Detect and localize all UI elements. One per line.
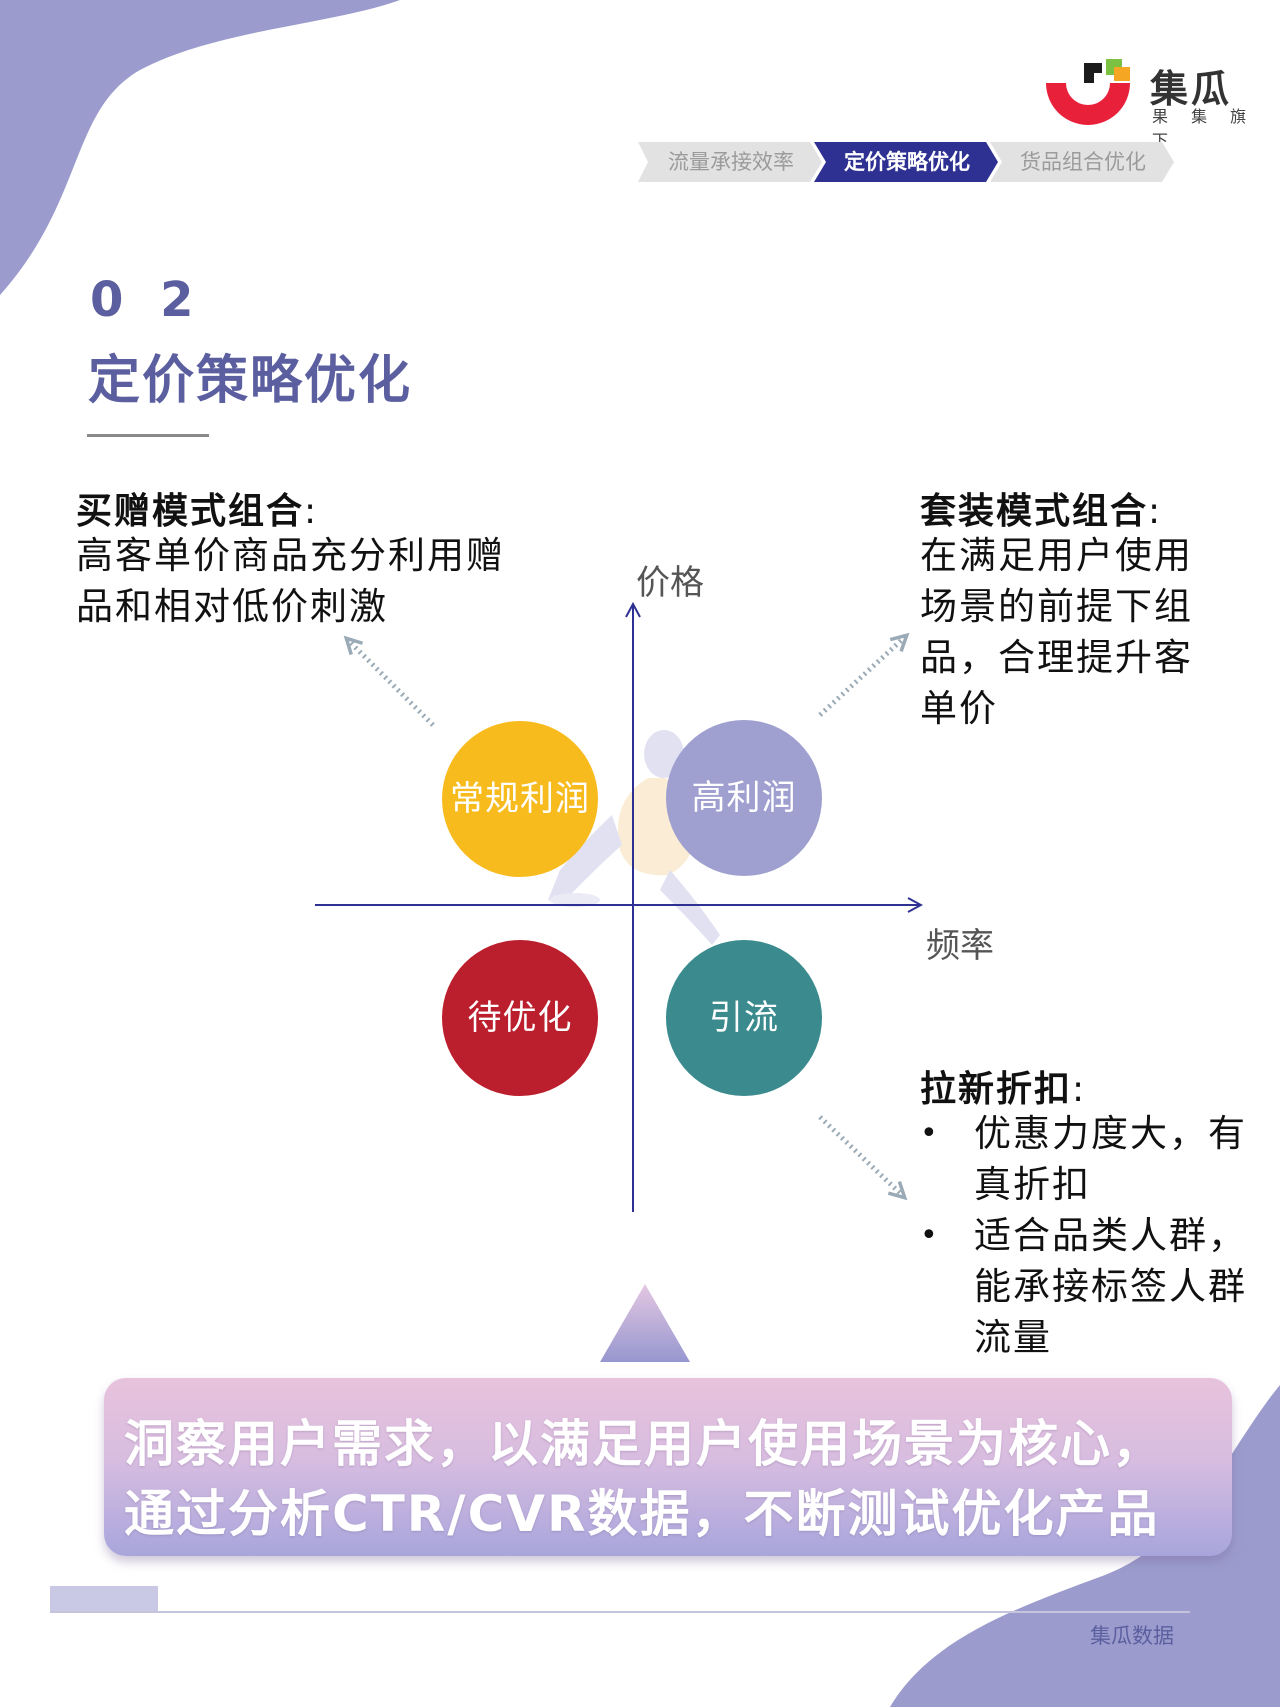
bullet-dot-icon: • bbox=[920, 1218, 940, 1253]
acquisition-discount-colon: : bbox=[1072, 1069, 1087, 1110]
crumb-traffic[interactable]: 流量承接效率 bbox=[668, 150, 794, 174]
banner-line-2: 通过分析CTR/CVR数据，不断测试优化产品 bbox=[124, 1485, 1160, 1543]
breadcrumb: 流量承接效率 定价策略优化 货品组合优化 bbox=[638, 142, 1174, 182]
crumb-assortment[interactable]: 货品组合优化 bbox=[1020, 150, 1146, 174]
quadrant-lead-traffic: 引流 bbox=[666, 940, 822, 1096]
bundle-title: 套装模式组合: bbox=[920, 482, 1162, 534]
dotted-arrow-icon bbox=[818, 632, 910, 717]
crumb-pricing[interactable]: 定价策略优化 bbox=[844, 150, 970, 174]
banner-line-1: 洞察用户需求，以满足用户使用场景为核心， bbox=[124, 1415, 1164, 1473]
list-item: • 优惠力度大，有真折扣 bbox=[920, 1108, 1250, 1210]
dotted-arrow-icon bbox=[343, 635, 435, 727]
breadcrumb-shapes bbox=[638, 142, 1174, 182]
acquisition-bullet-list: • 优惠力度大，有真折扣 • 适合品类人群，能承接标签人群流量 bbox=[920, 1108, 1250, 1363]
x-axis-label: 频率 bbox=[926, 926, 994, 966]
dotted-arrow-icon bbox=[818, 1115, 908, 1201]
buy-gift-colon: : bbox=[304, 491, 319, 532]
section-title: 定价策略优化 bbox=[88, 351, 413, 411]
bundle-colon: : bbox=[1148, 491, 1163, 532]
quadrant-to-optimize: 待优化 bbox=[442, 940, 598, 1096]
acquisition-discount-title: 拉新折扣: bbox=[920, 1060, 1086, 1112]
y-axis-label: 价格 bbox=[636, 563, 704, 603]
bundle-body: 在满足用户使用场景的前提下组品，合理提升客单价 bbox=[920, 534, 1193, 730]
bullet-text-2: 适合品类人群，能承接标签人群流量 bbox=[974, 1214, 1247, 1359]
jigua-logo-icon bbox=[1046, 59, 1130, 125]
triangle-pointer-icon bbox=[600, 1284, 690, 1362]
footer-rule bbox=[50, 1611, 1190, 1613]
footer-accent-block bbox=[50, 1586, 158, 1612]
bullet-text-1: 优惠力度大，有真折扣 bbox=[974, 1112, 1247, 1206]
decor-blob-top-left bbox=[0, 0, 400, 295]
insight-banner: 洞察用户需求，以满足用户使用场景为核心， 通过分析CTR/CVR数据，不断测试优… bbox=[104, 1378, 1232, 1556]
buy-gift-title-text: 买赠模式组合 bbox=[76, 491, 305, 532]
quadrant-regular-profit: 常规利润 bbox=[442, 721, 598, 877]
quadrant-high-profit: 高利润 bbox=[666, 720, 822, 876]
buy-gift-body: 高客单价商品充分利用赠品和相对低价刺激 bbox=[76, 534, 505, 628]
logo-name: 集瓜 bbox=[1150, 67, 1233, 111]
section-divider bbox=[87, 434, 209, 437]
buy-gift-title: 买赠模式组合: bbox=[76, 482, 318, 534]
acquisition-discount-title-text: 拉新折扣 bbox=[920, 1069, 1073, 1110]
section-number: 0 2 bbox=[90, 272, 204, 328]
list-item: • 适合品类人群，能承接标签人群流量 bbox=[920, 1210, 1250, 1363]
bullet-dot-icon: • bbox=[920, 1116, 940, 1151]
footer-brand: 集瓜数据 bbox=[1090, 1624, 1174, 1648]
bundle-title-text: 套装模式组合 bbox=[920, 491, 1149, 532]
